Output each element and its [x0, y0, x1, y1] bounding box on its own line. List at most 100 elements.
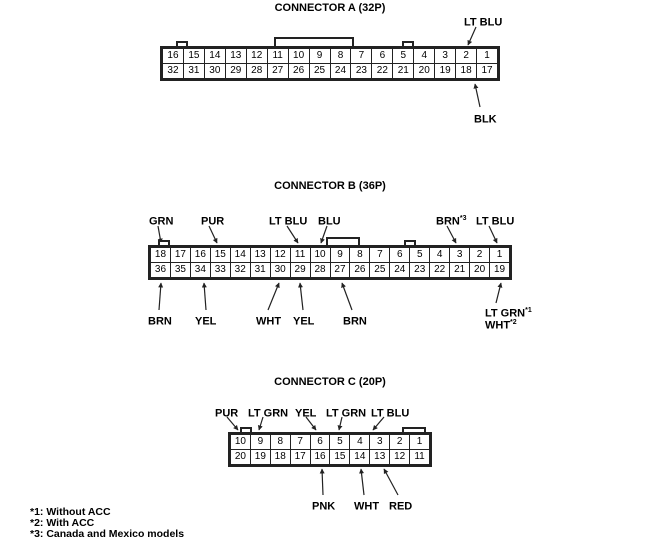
- pin-cell: 5: [393, 49, 414, 63]
- pin-cell: 7: [370, 248, 390, 262]
- wire-color-text: YEL: [295, 407, 317, 420]
- pin-cell: 8: [270, 435, 290, 449]
- pin-cell: 7: [351, 49, 372, 63]
- pin-cell: 3: [450, 248, 470, 262]
- wire-color-text: PNK: [312, 500, 336, 513]
- wire-color-text: YEL: [293, 315, 315, 328]
- pin-cell: 18: [270, 450, 290, 464]
- wire-color-text: PUR: [215, 407, 239, 420]
- pin-cell: 1: [477, 49, 497, 63]
- wire-color-text: LT GRN: [248, 407, 289, 420]
- footnote-mark: *1: [525, 307, 532, 314]
- pin-cell: 12: [246, 49, 267, 63]
- wire-color-text: BRN: [148, 315, 172, 328]
- wire-color-label: BLU: [318, 212, 341, 229]
- connector-mount-tab: [240, 427, 252, 434]
- pin-cell: 9: [250, 435, 270, 449]
- pin-cell: 13: [250, 248, 270, 262]
- pointer-line: [319, 468, 325, 496]
- wire-color-label: PUR: [215, 404, 238, 421]
- pin-cell: 16: [190, 248, 210, 262]
- pin-cell: 29: [290, 263, 310, 277]
- pin-cell: 30: [270, 263, 290, 277]
- connector-b-title: CONNECTOR B (36P): [274, 180, 386, 192]
- wire-color-label: GRN: [149, 212, 173, 229]
- wire-color-text: LT GRN: [326, 407, 367, 420]
- pin-cell: 17: [477, 64, 497, 78]
- pin-cell: 13: [225, 49, 246, 63]
- wire-color-text: WHT: [354, 500, 380, 513]
- wire-color-label: PUR: [201, 212, 224, 229]
- connector-mount-tab: [158, 240, 170, 247]
- wire-color-label: YEL: [295, 404, 316, 421]
- wire-color-text: YEL: [195, 315, 217, 328]
- pin-cell: 27: [267, 64, 288, 78]
- connector-mount-tab: [402, 41, 414, 48]
- pin-cell: 6: [390, 248, 410, 262]
- pin-cell: 22: [372, 64, 393, 78]
- pin-cell: 33: [210, 263, 230, 277]
- wire-color-label: LT BLU: [269, 212, 307, 229]
- pin-cell: 23: [410, 263, 430, 277]
- wire-color-label: BRN*3: [436, 212, 466, 229]
- pin-cell: 30: [204, 64, 225, 78]
- wire-color-text: WHT: [256, 315, 282, 328]
- pin-cell: 24: [330, 64, 351, 78]
- pin-cell: 13: [370, 450, 390, 464]
- pin-cell: 9: [309, 49, 330, 63]
- wire-color-text: RED: [389, 500, 413, 513]
- wire-color-text: LT BLU: [371, 407, 410, 420]
- pointer-line: [341, 282, 353, 311]
- pin-cell: 16: [310, 450, 330, 464]
- pin-cell: 20: [470, 263, 490, 277]
- pin-cell: 2: [390, 435, 410, 449]
- pointer-line: [158, 282, 164, 311]
- connector-c-title: CONNECTOR C (20P): [274, 376, 386, 388]
- pin-cell: 1: [410, 435, 429, 449]
- wire-color-text: BLU: [318, 215, 341, 228]
- connector-lock-tab: [402, 427, 426, 434]
- footnote-2: *2: With ACC: [30, 517, 95, 529]
- pin-cell: 5: [330, 435, 350, 449]
- pin-cell: 20: [414, 64, 435, 78]
- wire-color-label: BRN: [148, 312, 172, 329]
- wire-color-label: LT BLU: [476, 212, 514, 229]
- pin-cell: 31: [183, 64, 204, 78]
- pin-cell: 7: [290, 435, 310, 449]
- pin-cell: 9: [330, 248, 350, 262]
- pin-cell: 19: [250, 450, 270, 464]
- wire-color-text: BRN: [436, 215, 460, 228]
- pin-cell: 4: [414, 49, 435, 63]
- pointer-line: [298, 282, 304, 311]
- pin-cell: 15: [183, 49, 204, 63]
- pin-cell: 15: [210, 248, 230, 262]
- wire-color-text: PUR: [201, 215, 225, 228]
- footnote-3: *3: Canada and Mexico models: [30, 528, 185, 540]
- pin-cell: 26: [288, 64, 309, 78]
- connector-a-title: CONNECTOR A (32P): [274, 2, 386, 14]
- wire-color-text: GRN: [149, 215, 174, 228]
- wire-color-label: BRN: [343, 312, 367, 329]
- pointer-line: [473, 83, 481, 108]
- pointer-line: [201, 282, 207, 311]
- pin-cell: 28: [246, 64, 267, 78]
- wire-color-label: YEL: [293, 312, 314, 329]
- connector-mount-tab: [176, 41, 188, 48]
- wire-color-text: LT BLU: [476, 215, 515, 228]
- wire-color-label: BLK: [474, 110, 497, 127]
- pin-cell: 25: [370, 263, 390, 277]
- pin-cell: 15: [330, 450, 350, 464]
- pin-cell: 17: [290, 450, 310, 464]
- connector-lock-tab: [326, 237, 360, 247]
- pin-cell: 24: [390, 263, 410, 277]
- footnote-1: *1: Without ACC: [30, 506, 111, 518]
- pin-cell: 10: [288, 49, 309, 63]
- pin-cell: 26: [350, 263, 370, 277]
- wire-color-text: LT GRN: [485, 307, 526, 320]
- pin-cell: 36: [151, 263, 170, 277]
- pin-cell: 8: [330, 49, 351, 63]
